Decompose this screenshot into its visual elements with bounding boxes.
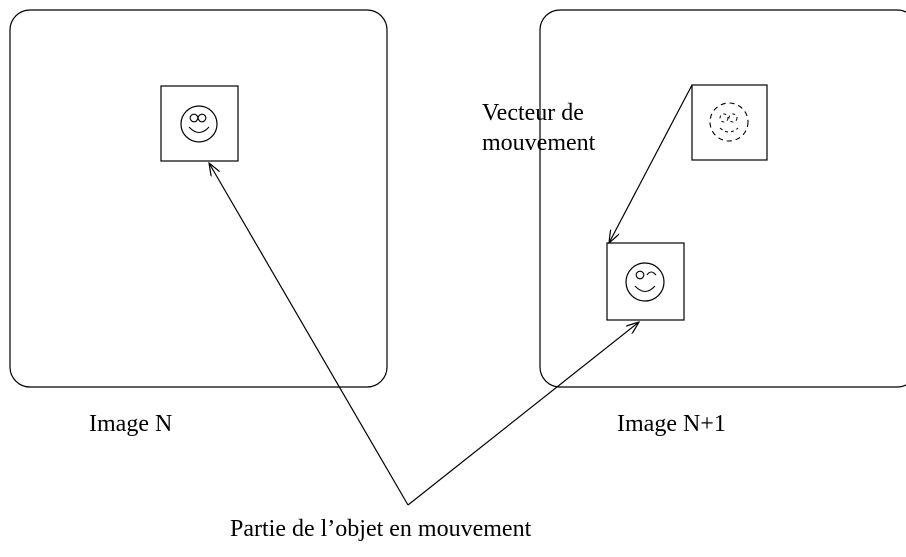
frame-n1-label: Image N+1 <box>617 411 726 437</box>
pointer-arrow-frame-n1 <box>407 322 639 506</box>
winking-smiley-icon <box>606 242 685 321</box>
dashed-smiley-icon <box>691 84 768 161</box>
motion-vector-arrow <box>609 84 693 243</box>
pointer-arrow-frame-n <box>209 163 409 506</box>
motion-vector-label-line2: mouvement <box>482 130 596 156</box>
moving-part-label: Partie de l’objet en mouvement <box>230 516 532 542</box>
frame-n-box <box>9 9 388 388</box>
motion-vector-label: Vecteur de mouvement <box>482 98 595 158</box>
smiley-face-icon <box>160 85 239 162</box>
frame-n-label: Image N <box>89 411 173 437</box>
frame-n1-box <box>539 9 906 388</box>
motion-vector-label-line1: Vecteur de <box>482 100 584 126</box>
